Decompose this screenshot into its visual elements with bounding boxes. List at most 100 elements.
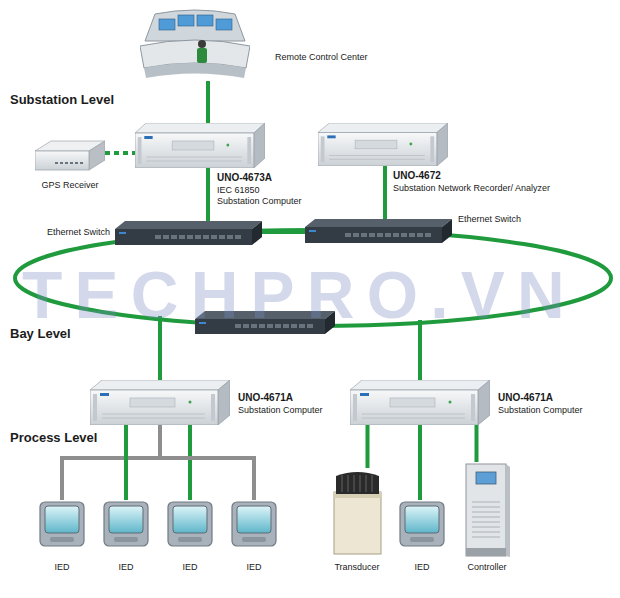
- network-link: [418, 425, 422, 500]
- rack-icon: [90, 380, 230, 425]
- switch-icon: [361, 233, 367, 237]
- switch-icon: [345, 233, 431, 237]
- transducer-icon: [353, 475, 354, 492]
- bay-line: [418, 320, 422, 380]
- control-icon: [197, 48, 207, 63]
- rack-icon: [218, 380, 230, 425]
- rack-icon: [247, 137, 251, 164]
- switch-icon: [305, 227, 442, 243]
- network-link: [262, 230, 305, 234]
- control-icon: [144, 63, 246, 78]
- device-label: IEC 61850 Substation Computer: [217, 185, 303, 208]
- controller-icon: [466, 464, 506, 556]
- switch-icon: [195, 235, 201, 239]
- switch-icon: [377, 233, 383, 237]
- ied-icon: [405, 506, 439, 533]
- device-node: IED: [230, 500, 278, 548]
- switch-icon: [393, 233, 399, 237]
- rack-icon: [146, 157, 242, 158]
- rack-icon: [102, 414, 205, 415]
- switch-icon: [163, 235, 169, 239]
- ied-icon: [45, 506, 79, 533]
- level-label: Process Level: [10, 430, 97, 446]
- switch-icon: [442, 219, 452, 243]
- controller-icon: [463, 462, 511, 558]
- device-label: Substation Computer: [498, 405, 583, 416]
- rack-icon: [471, 394, 475, 421]
- device-label: IED: [54, 562, 69, 573]
- rack-icon: [390, 398, 435, 407]
- device-node: Controller: [463, 462, 511, 558]
- device-caption: UNO-4672Substation Network Recorder/ Ana…: [393, 170, 550, 194]
- controller-icon: [472, 532, 500, 533]
- rack-icon: [362, 418, 465, 419]
- rack-icon: [362, 414, 465, 415]
- device-caption: IED: [246, 562, 261, 573]
- rack-icon: [409, 143, 412, 146]
- level-label: Substation Level: [10, 92, 114, 108]
- device-caption: Ethernet Switch: [47, 227, 110, 238]
- control-icon: [140, 6, 250, 81]
- device-caption: UNO-4671ASubstation Computer: [498, 392, 583, 416]
- switch-icon: [252, 221, 262, 245]
- rack-icon: [350, 380, 490, 390]
- rack-icon: [318, 123, 448, 133]
- control-icon: [159, 19, 175, 30]
- rack-icon: [327, 135, 335, 138]
- ied-icon: [104, 502, 148, 546]
- control-icon: [197, 15, 213, 26]
- ied-icon: [168, 502, 212, 546]
- switch-icon: [385, 233, 391, 237]
- ied-icon: [242, 537, 266, 542]
- device-node: Remote Control Center: [140, 6, 250, 81]
- ied-icon: [400, 502, 444, 546]
- device-caption: UNO-4673AIEC 61850 Substation Computer: [217, 172, 303, 207]
- rack-icon: [172, 141, 214, 150]
- rack-icon: [135, 123, 265, 133]
- rack-icon: [211, 394, 215, 421]
- rack-icon: [430, 136, 434, 162]
- ied-icon: [398, 500, 446, 548]
- gps-icon: [75, 162, 78, 164]
- gps-icon: [80, 162, 83, 164]
- network-link: [105, 151, 135, 155]
- device-node: UNO-4672Substation Network Recorder/ Ana…: [318, 123, 448, 166]
- watermark: TECHPRO.VN: [22, 262, 577, 328]
- model-name: UNO-4671A: [238, 392, 323, 405]
- device-caption: UNO-4671ASubstation Computer: [238, 392, 323, 416]
- rack-icon: [100, 393, 109, 396]
- device-label: Transducer: [334, 562, 379, 573]
- transducer-icon: [359, 475, 360, 492]
- device-label: Substation Computer: [238, 405, 323, 416]
- switch-icon: [211, 235, 217, 239]
- rack-icon: [449, 401, 452, 404]
- rack-icon: [353, 394, 357, 421]
- rack-icon: [360, 393, 369, 396]
- gps-icon: [55, 162, 58, 164]
- level-label: Bay Level: [10, 326, 71, 342]
- device-node: UNO-4671ASubstation Computer: [90, 380, 230, 425]
- rack-icon: [102, 418, 205, 419]
- device-caption: Transducer: [334, 562, 379, 573]
- control-icon: [198, 40, 206, 48]
- controller-icon: [472, 537, 500, 538]
- device-label: Substation Network Recorder/ Analyzer: [393, 183, 550, 194]
- control-icon: [216, 19, 232, 30]
- device-caption: Remote Control Center: [275, 52, 368, 63]
- device-label: IED: [182, 562, 197, 573]
- ied-icon: [173, 506, 207, 533]
- switch-icon: [155, 235, 161, 239]
- rack-icon: [135, 123, 265, 168]
- ied-icon: [50, 537, 74, 542]
- switch-icon: [305, 219, 452, 227]
- controller-icon: [472, 522, 500, 523]
- device-node: UNO-4671ASubstation Computer: [350, 380, 490, 425]
- device-node: IED: [38, 500, 86, 548]
- gps-icon: [89, 141, 105, 170]
- switch-icon: [119, 232, 126, 234]
- device-caption: IED: [182, 562, 197, 573]
- rack-icon: [130, 398, 175, 407]
- switch-icon: [425, 233, 431, 237]
- network-link: [383, 166, 387, 219]
- rack-icon: [144, 136, 152, 139]
